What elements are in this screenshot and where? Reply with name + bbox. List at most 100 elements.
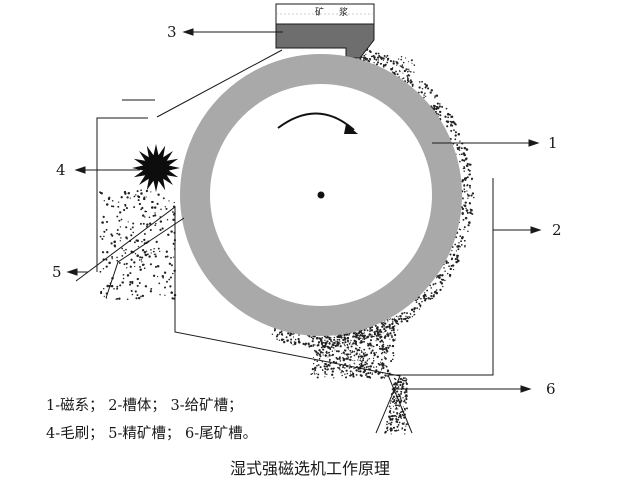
ore-particle	[342, 359, 345, 362]
ore-particle	[373, 58, 376, 60]
ore-particle	[348, 359, 350, 361]
ore-particle	[365, 374, 367, 376]
ore-particle	[141, 261, 143, 263]
ore-particle	[389, 332, 392, 335]
ore-particle	[457, 259, 460, 263]
ore-particle	[363, 340, 365, 343]
ore-particle	[398, 404, 400, 406]
ore-particle	[402, 397, 404, 399]
ore-particle	[125, 236, 128, 239]
ore-particle	[116, 215, 119, 218]
ore-particle	[143, 196, 145, 198]
ore-particle	[134, 253, 137, 255]
ore-particle	[385, 352, 387, 354]
ore-particle	[392, 352, 395, 354]
ore-particle	[456, 245, 459, 248]
ore-particle	[154, 214, 157, 217]
ore-particle	[397, 418, 400, 421]
ore-particle	[448, 273, 452, 277]
ore-particle	[393, 331, 395, 334]
ore-particle	[435, 94, 439, 97]
ore-particle	[384, 322, 387, 325]
ore-particle	[403, 399, 406, 402]
ore-particle	[368, 50, 372, 53]
ore-particle	[324, 341, 327, 345]
ore-particle	[116, 287, 119, 290]
magnetic-drum	[180, 54, 462, 336]
ore-particle	[341, 353, 343, 355]
ore-particle	[328, 354, 331, 357]
ore-particle	[376, 56, 380, 59]
ore-particle	[458, 228, 461, 230]
ore-particle	[321, 369, 324, 371]
ore-particle	[371, 55, 374, 57]
ore-particle	[403, 379, 405, 382]
ore-particle	[463, 239, 466, 242]
ore-particle	[389, 60, 392, 63]
ore-particle	[384, 63, 387, 66]
ore-particle	[464, 216, 468, 220]
ore-particle	[355, 369, 358, 372]
ore-particle	[418, 81, 421, 83]
ore-particle	[406, 75, 409, 77]
ore-particle	[316, 373, 318, 375]
ore-particle	[120, 218, 123, 221]
ore-particle	[343, 333, 346, 336]
ore-particle	[397, 58, 400, 60]
ore-particle	[381, 364, 384, 367]
ore-particle	[278, 339, 281, 342]
ore-particle	[172, 272, 174, 275]
ore-particle	[392, 426, 396, 429]
ore-particle	[328, 351, 331, 353]
ore-particle	[353, 354, 356, 357]
ore-particle	[312, 363, 315, 365]
ore-particle	[293, 333, 295, 335]
ore-particle	[328, 364, 331, 367]
ore-particle	[385, 348, 388, 351]
ore-particle	[118, 297, 121, 300]
ore-particle	[463, 204, 465, 206]
ore-particle	[106, 284, 109, 288]
ore-particle	[367, 358, 369, 360]
ore-particle	[398, 421, 401, 424]
ore-particle	[405, 315, 407, 318]
ore-particle	[397, 424, 400, 426]
ore-particle	[119, 226, 122, 228]
ore-particle	[407, 315, 409, 318]
ore-particle	[447, 261, 450, 264]
ore-particle	[145, 189, 149, 193]
ore-particle	[359, 334, 362, 337]
ore-particle	[373, 352, 376, 355]
ore-particle	[144, 210, 147, 213]
ore-particle	[382, 346, 384, 348]
ore-particle	[392, 411, 395, 413]
ore-particle	[332, 367, 335, 370]
ore-particle	[331, 374, 333, 376]
ore-particle	[464, 244, 466, 247]
ore-particle	[171, 297, 174, 300]
ore-particle	[438, 105, 441, 108]
ore-particle	[452, 120, 455, 124]
ore-particle	[333, 377, 335, 379]
ore-particle	[110, 205, 113, 208]
ore-particle	[373, 345, 375, 347]
ore-particle	[321, 361, 324, 363]
ore-particle	[368, 358, 371, 360]
ore-particle	[386, 423, 388, 426]
ore-particle	[133, 206, 136, 209]
ore-particle	[394, 414, 397, 417]
ore-particle	[396, 411, 399, 415]
ore-particle	[385, 365, 388, 368]
ore-particle	[341, 341, 344, 344]
ore-particle	[168, 262, 172, 265]
ore-particle	[290, 333, 293, 335]
ore-particle	[390, 433, 392, 435]
ore-particle	[166, 255, 169, 258]
ore-particle	[173, 256, 175, 258]
ore-particle	[137, 296, 141, 300]
ore-particle	[410, 59, 413, 62]
ore-particle	[126, 274, 130, 277]
ore-particle	[393, 405, 395, 407]
ore-particle	[379, 336, 382, 339]
